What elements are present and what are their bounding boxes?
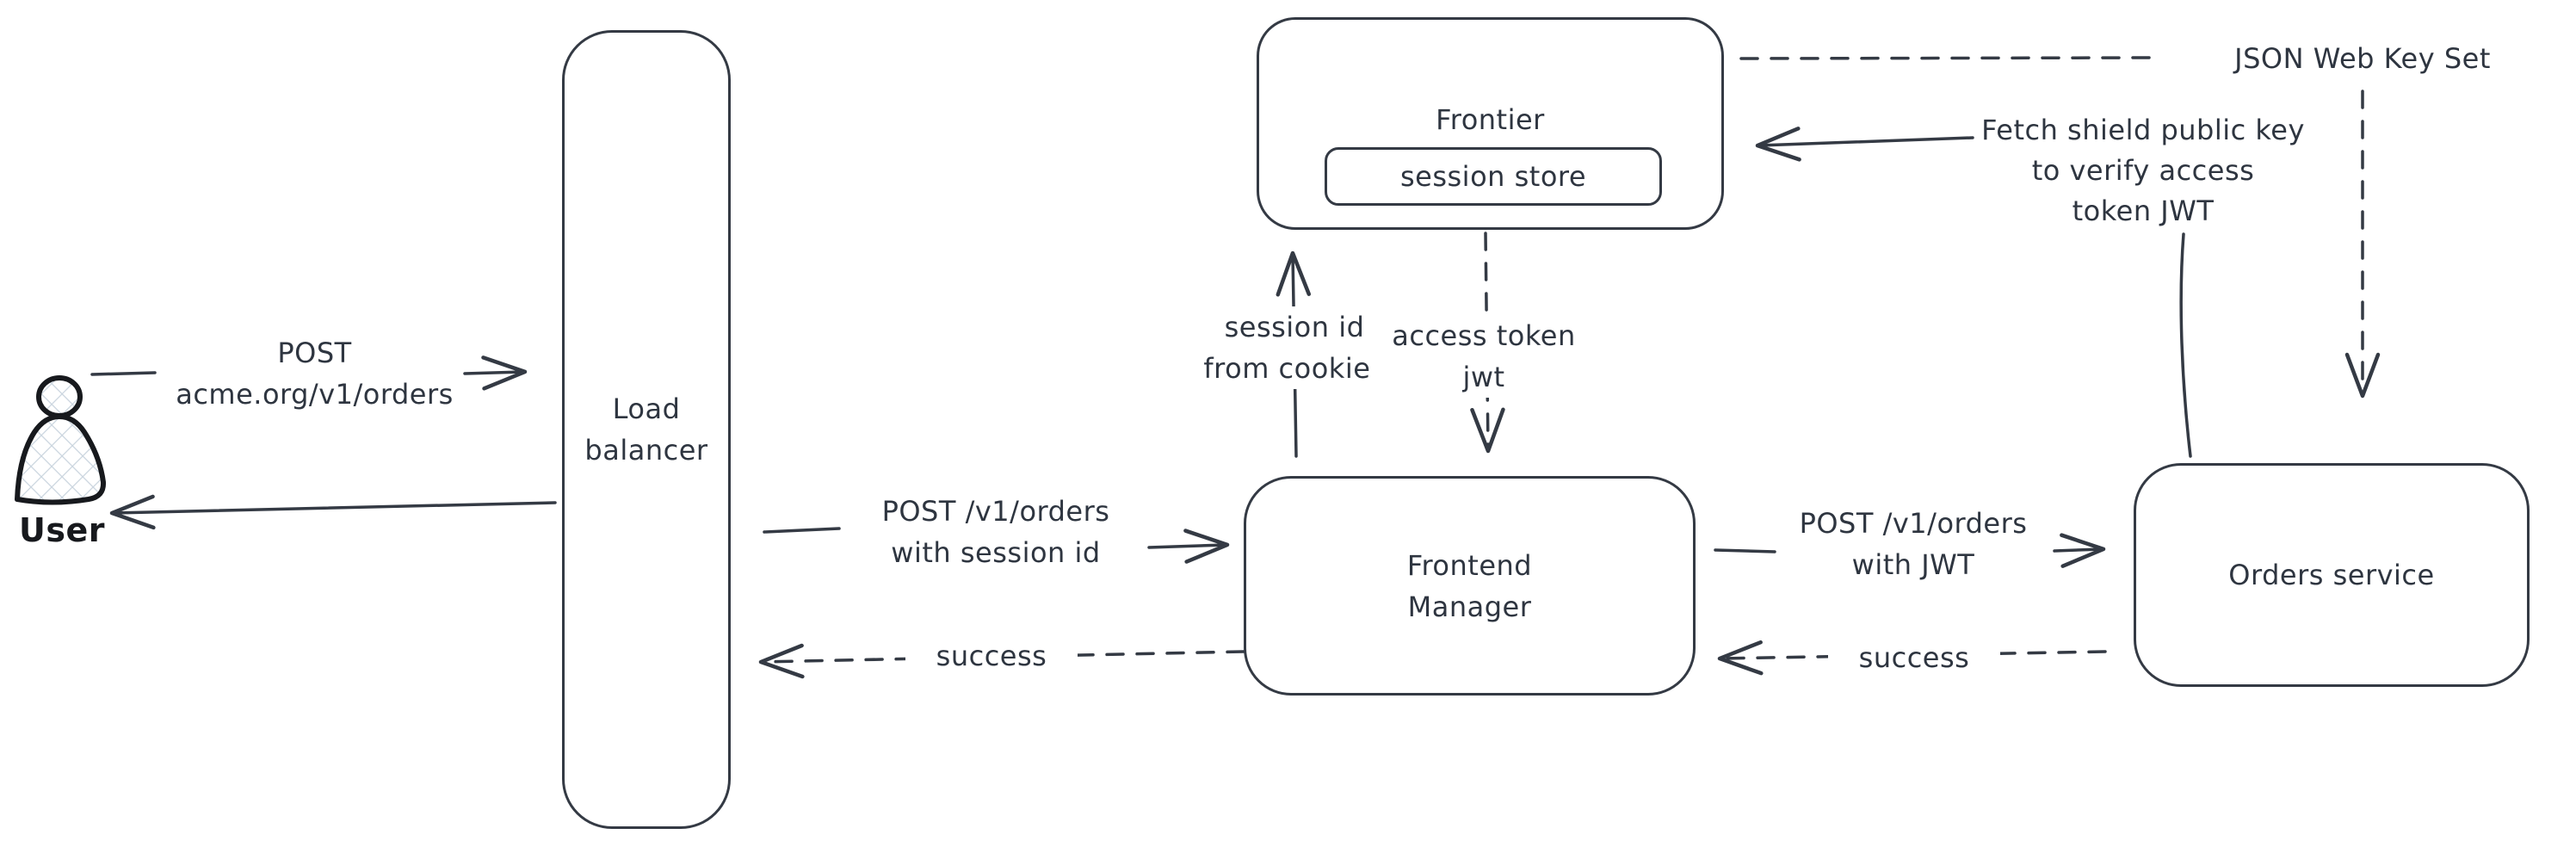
user-icon [15, 375, 107, 505]
session-store-label: session store [1399, 160, 1587, 193]
orders-service-node: Orders service [2134, 463, 2530, 687]
edge-lb-to-user-arrow [109, 494, 557, 530]
frontier-node: Frontier session store [1257, 17, 1724, 230]
edge-orders-to-fetch-curve [2179, 232, 2192, 458]
load-balancer-node: Load balancer [562, 30, 731, 829]
user-label: User [19, 511, 105, 549]
edge-fetch-to-frontier-arrow [1755, 127, 1974, 162]
edge-label-access-token: access token jwt [1372, 315, 1596, 398]
edge-user-to-lb-arrow [463, 355, 528, 391]
edge-label-lb-to-fm: POST /v1/orders with session id [881, 495, 1110, 569]
edge-label-fetch-key: Fetch shield public key to verify access… [1981, 114, 2305, 227]
frontier-label: Frontier [1436, 103, 1545, 136]
orders-service-label: Orders service [2228, 559, 2435, 591]
edge-lb-to-fm-dash [763, 527, 841, 534]
edge-label-jwks: JSON Web Key Set [2234, 42, 2491, 75]
edge-label-user-to-lb: POST acme.org/v1/orders [176, 337, 454, 411]
load-balancer-label: Load balancer [584, 393, 708, 467]
session-store-node: session store [1325, 147, 1662, 206]
edge-frontier-to-jwks [1739, 56, 2158, 60]
edge-label-fm-to-orders: POST /v1/orders with JWT [1799, 507, 2028, 581]
edge-label-fm-to-lb-success: success [905, 635, 1078, 677]
frontend-manager-label: Frontend Manager [1406, 548, 1533, 623]
edge-lb-to-fm-arrow [1147, 529, 1230, 564]
edge-user-to-lb-dash [90, 371, 157, 376]
edge-label-orders-to-fm-success: success [1828, 637, 2000, 678]
edge-fm-to-orders-arrow [2053, 533, 2106, 568]
frontend-manager-node: Frontend Manager [1244, 476, 1696, 696]
edge-fm-to-orders-dash [1714, 548, 1776, 553]
